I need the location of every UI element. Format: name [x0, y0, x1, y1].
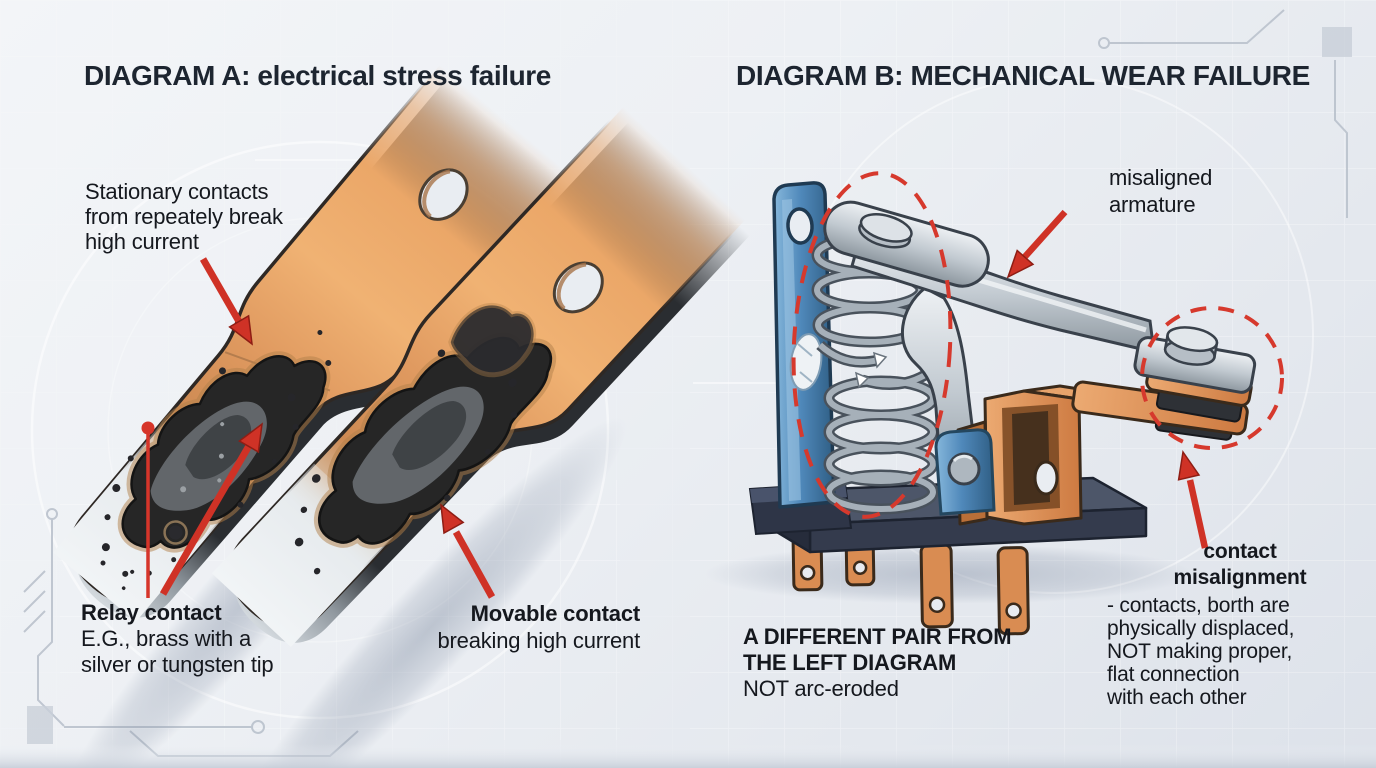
annotation-arrow-movable — [440, 503, 496, 599]
bracket-wear-notch — [789, 333, 823, 391]
contact-misalignment-body: - contacts, borth are physically displac… — [1107, 594, 1295, 709]
broken-coil-spring — [811, 232, 939, 515]
bottom-edge-band — [0, 744, 1376, 768]
panel-b-title: DIAGRAM B: MECHANICAL WEAR FAILURE — [736, 60, 1310, 91]
armature-top-plate — [823, 200, 990, 288]
spring-break-faces — [854, 351, 888, 389]
mounting-hole — [552, 261, 604, 314]
pivot-tab — [934, 428, 996, 516]
annotation-arrow-armature — [1006, 209, 1068, 279]
annotation-arrow-relay — [159, 422, 263, 596]
annotation-arrow-misalignment — [1177, 450, 1209, 549]
contact-misalignment-title: contact misalignment — [1173, 540, 1307, 589]
arc-erosion-damage — [294, 332, 557, 575]
circuit-trace-top-right — [1098, 9, 1352, 218]
misaligned-contact-stack — [1071, 326, 1257, 441]
movable-contact-strip — [211, 104, 750, 647]
relay-contact-label: Relay contact E.G., brass with a silver … — [81, 600, 274, 677]
dashed-highlight-spring — [791, 171, 953, 519]
movable-contact-label: Movable contact breaking high current — [437, 601, 641, 653]
stationary-contacts-label: Stationary contacts from repeately break… — [85, 179, 283, 254]
stationary-contact-strip — [53, 62, 573, 622]
panel-a-title: DIAGRAM A: electrical stress failure — [84, 60, 551, 91]
panel-a-illustration — [53, 62, 750, 768]
misaligned-armature-label: misaligned armature — [1109, 165, 1213, 217]
panel-b-illustration — [705, 171, 1284, 636]
annotation-arrow-stationary — [199, 257, 253, 346]
arc-erosion-damage — [100, 330, 332, 590]
annotation-line-relay-contact — [141, 421, 155, 598]
mounting-hole — [418, 168, 469, 221]
different-pair-label: A DIFFERENT PAIR FROM THE LEFT DIAGRAM N… — [743, 624, 1012, 701]
dashed-highlight-contacts — [1140, 306, 1284, 450]
